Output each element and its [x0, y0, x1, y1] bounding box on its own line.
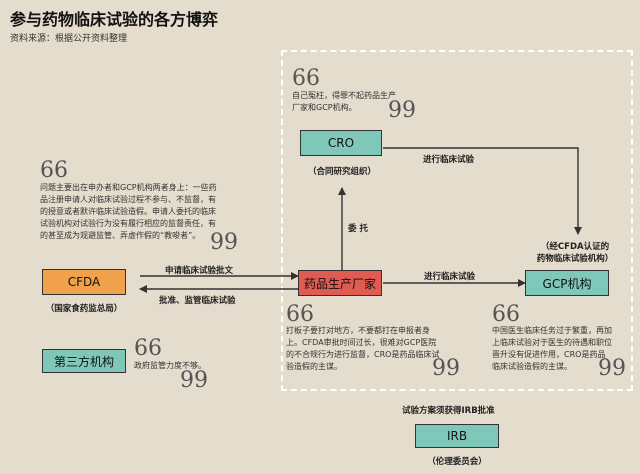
node-cfda: CFDA [42, 269, 126, 295]
node-gcp: GCP机构 [525, 270, 609, 296]
label-cfda-approve: 批准、监管临床试验 [159, 296, 236, 306]
quote-close-icon: 99 [180, 368, 208, 393]
quote-close-icon: 99 [388, 98, 416, 123]
label-cfda-request: 申请临床试验批文 [165, 266, 234, 276]
quote-close-icon: 99 [432, 356, 460, 381]
caption-gcp-line2: 药物临床试验机构） [536, 254, 614, 264]
quote-open-icon: 66 [40, 158, 68, 183]
quote-open-icon: 66 [134, 336, 162, 361]
node-irb: IRB [415, 424, 499, 448]
label-sponsor-cro: 委 托 [348, 224, 368, 234]
quote-close-icon: 99 [210, 230, 238, 255]
quote-open-icon: 66 [286, 302, 314, 327]
note-third: 政府监管力度不够。 [134, 361, 206, 370]
caption-gcp-line1: （经CFDA认证的 [540, 242, 610, 252]
edge-cro-gcp [383, 147, 582, 235]
dashed-frame [281, 50, 633, 391]
label-irb-approval: 试验方案须获得IRB批准 [402, 406, 495, 416]
quote-open-icon: 66 [492, 302, 520, 327]
quote-open-icon: 66 [292, 66, 320, 91]
label-sponsor-gcp: 进行临床试验 [424, 272, 476, 282]
note-problem: 问题主要出在申办者和GCP机构两者身上：一些药 品注册申请人对临床试验过程不参与… [40, 183, 217, 240]
label-cro-gcp: 进行临床试验 [423, 155, 475, 165]
source-note: 资料来源：根据公开资料整理 [10, 34, 128, 44]
quote-close-icon: 99 [598, 356, 626, 381]
node-sponsor: 药品生产厂家 [298, 270, 382, 296]
note-cro: 自己冤枉，得罪不起药品生产 厂家和GCP机构。 [292, 91, 396, 112]
caption-cfda: （国家食药监总局） [45, 304, 123, 314]
page-title: 参与药物临床试验的各方博弈 [10, 10, 219, 29]
caption-cro: （合同研究组织） [307, 167, 376, 177]
note-gcp: 中国医生临床任务过于繁重，再加 上临床试验对于医生的待遇和职位 晋升没有促进作用… [492, 326, 612, 371]
caption-gcp: （经CFDA认证的 药物临床试验机构） [520, 241, 630, 265]
note-sponsor: 打板子要打对地方，不要都打在申报者身 上。CFDA审批时间过长，很难对GCP医院… [286, 326, 440, 371]
node-third-party: 第三方机构 [42, 349, 126, 373]
caption-irb: （伦理委员会） [427, 457, 487, 467]
node-cro: CRO [300, 130, 382, 156]
